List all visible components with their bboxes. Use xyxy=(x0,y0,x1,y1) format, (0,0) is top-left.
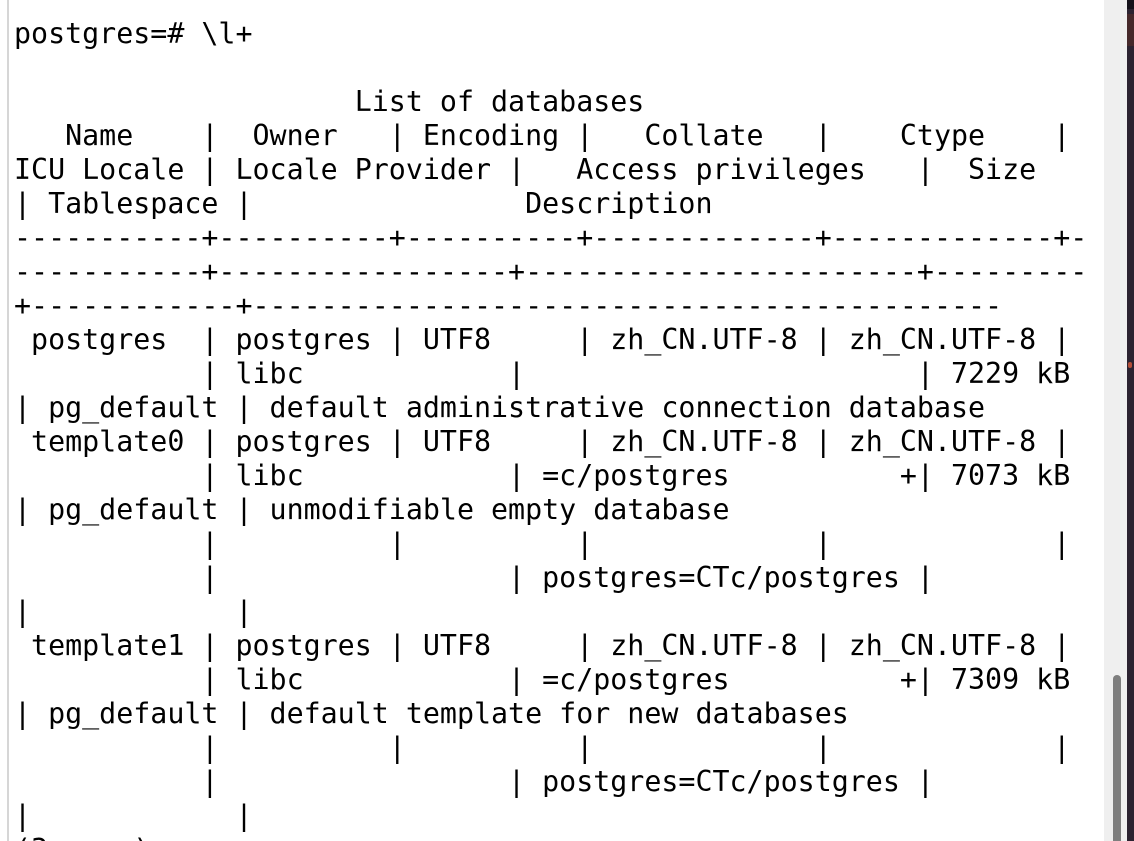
terminal-line: postgres | postgres | UTF8 | zh_CN.UTF-8… xyxy=(14,323,1088,356)
terminal-line: List of databases xyxy=(14,85,645,118)
scrollbar-track[interactable] xyxy=(1104,0,1127,841)
terminal-line: | | postgres=CTc/postgres | xyxy=(14,765,1088,798)
terminal-line xyxy=(14,51,1087,85)
terminal-line: | | postgres=CTc/postgres | xyxy=(14,561,1088,594)
terminal-output[interactable]: postgres=# \l+ List of databases Name | … xyxy=(14,17,1087,841)
terminal-line: (3 rows) xyxy=(14,833,1087,841)
terminal-line: | pg_default | default template for new … xyxy=(14,697,849,730)
scrollbar-thumb[interactable] xyxy=(1113,675,1121,841)
terminal-line: | pg_default | unmodifiable empty databa… xyxy=(14,493,730,526)
terminal-line: | pg_default | default administrative co… xyxy=(14,391,986,424)
terminal-line: | | | | | xyxy=(14,731,1088,764)
adjacent-window-edge-highlight xyxy=(1127,14,1134,46)
terminal-line: template0 | postgres | UTF8 | zh_CN.UTF-… xyxy=(14,425,1088,458)
terminal-line: ICU Locale | Locale Provider | Access pr… xyxy=(14,153,1088,186)
terminal-line: | Tablespace | Description xyxy=(14,187,1003,220)
terminal-line: -----------+----------+----------+------… xyxy=(14,221,1088,254)
terminal-line: | | xyxy=(14,799,270,832)
terminal-line: | | xyxy=(14,595,270,628)
pane-border xyxy=(7,0,9,841)
terminal-line: template1 | postgres | UTF8 | zh_CN.UTF-… xyxy=(14,629,1088,662)
adjacent-window-edge-cap xyxy=(1127,0,1134,9)
terminal-line: postgres=# \l+ xyxy=(14,17,253,50)
terminal-line: Name | Owner | Encoding | Collate | Ctyp… xyxy=(14,119,1088,152)
terminal-line: | | | | | xyxy=(14,527,1088,560)
adjacent-window-edge-speck xyxy=(1128,362,1132,368)
terminal-line: +------------+--------------------------… xyxy=(14,289,1003,322)
adjacent-window-edge xyxy=(1127,0,1134,841)
terminal-line: | libc | =c/postgres +| 7309 kB xyxy=(14,663,1088,696)
terminal-line: | libc | =c/postgres +| 7073 kB xyxy=(14,459,1088,492)
terminal-line: -----------+-----------------+----------… xyxy=(14,255,1088,288)
terminal-line: | libc | | 7229 kB xyxy=(14,357,1088,390)
